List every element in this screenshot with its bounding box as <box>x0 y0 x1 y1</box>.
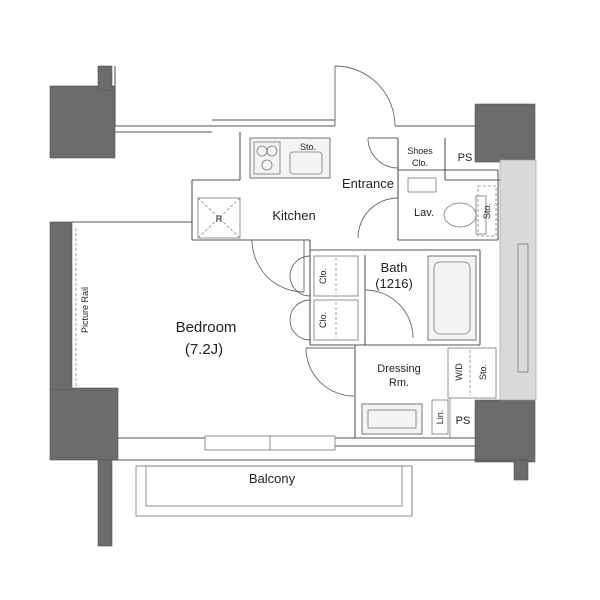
kitchen-sink <box>289 151 323 175</box>
refrigerator-label: R <box>216 214 223 224</box>
burner-3 <box>261 159 273 171</box>
column-top-right <box>474 103 536 163</box>
dressing-shelf-inner <box>367 409 417 429</box>
closet-upper-door-arc2 <box>289 275 311 297</box>
wall-bottom-right-stub <box>513 459 529 481</box>
shoes-closet-label-line2: Clo. <box>412 158 428 168</box>
closet-lower <box>313 299 359 341</box>
closet-lower-door-arc <box>289 299 311 321</box>
bath-door-arc <box>364 289 414 339</box>
lav-label: Lav. <box>414 207 434 219</box>
toilet-storage <box>477 185 497 237</box>
bedroom-door-arc <box>251 239 305 293</box>
balcony-label: Balcony <box>249 471 296 486</box>
closet-upper-door-arc <box>289 255 311 277</box>
toilet-storage-label: Sto. <box>482 203 492 219</box>
closet-upper <box>313 255 359 297</box>
linen-label: Lin. <box>435 410 445 425</box>
wall-left-exterior <box>49 221 73 391</box>
column-bottom-left <box>49 387 119 461</box>
ps-bottom-label: PS <box>456 415 471 427</box>
closet-upper-label: Clo. <box>318 268 328 284</box>
dressing-shelf <box>361 403 423 435</box>
entrance-label: Entrance <box>342 176 394 191</box>
washer-dryer-label: W/D <box>454 363 464 381</box>
picture-rail-label: Picture Rail <box>80 287 90 333</box>
dressing-door-arc <box>305 347 355 397</box>
shoes-door-arc <box>367 137 399 169</box>
dressing-label-line1: Dressing <box>377 363 420 375</box>
column-top-left <box>49 85 116 159</box>
toilet-bowl <box>443 202 477 228</box>
wall-top-left-stub <box>97 65 113 91</box>
bath-label: Bath <box>381 260 408 275</box>
wall-right-window <box>517 243 529 373</box>
kitchen-label: Kitchen <box>272 208 315 223</box>
stove <box>253 141 281 175</box>
bath-size-label: (1216) <box>375 276 413 291</box>
ps-top-label: PS <box>458 152 473 164</box>
linen-closet <box>431 399 449 435</box>
dressing-storage-label: Sto. <box>478 364 488 380</box>
closet-lower-door-arc2 <box>289 319 311 341</box>
closet-lower-label: Clo. <box>318 312 328 328</box>
burner-2 <box>266 145 278 157</box>
washer-dryer-area <box>447 347 497 399</box>
entrance-door-arc <box>334 65 396 127</box>
bedroom-label: Bedroom <box>176 319 237 336</box>
refrigerator <box>197 197 241 239</box>
balcony-rail-inner <box>145 465 403 507</box>
bedroom-size-label: (7.2J) <box>185 341 223 358</box>
dressing-label-line2: Rm. <box>389 377 409 389</box>
column-bottom-right <box>474 399 536 463</box>
kitchen-storage-label: Sto. <box>300 142 316 152</box>
bathtub-inner <box>433 261 471 335</box>
entrance-step <box>407 177 437 193</box>
wall-bottom-left-stub <box>97 459 113 547</box>
shoes-closet-label-line1: Shoes <box>407 146 433 156</box>
bathtub <box>427 255 477 341</box>
lav-door-arc <box>357 197 399 239</box>
